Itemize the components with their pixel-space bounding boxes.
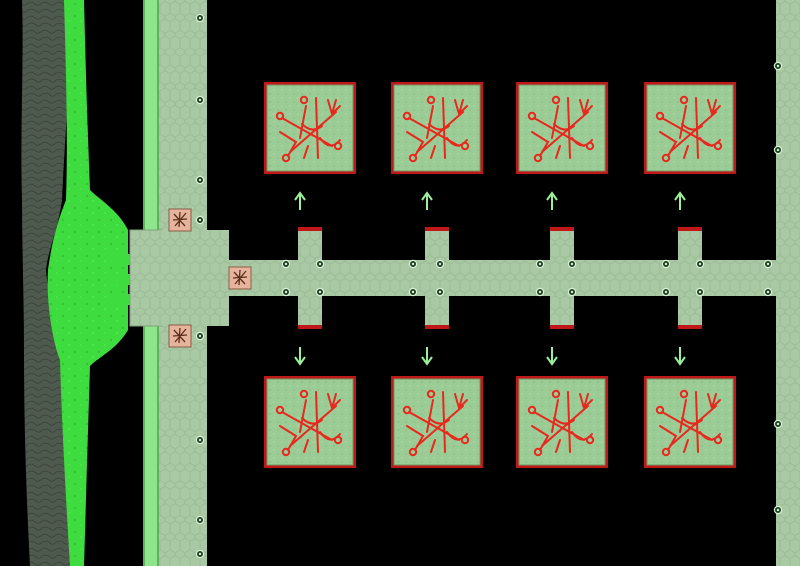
arrow-up-icon (546, 191, 558, 210)
junction-stub-3 (550, 228, 574, 328)
stud-gem-icon (567, 259, 577, 269)
stud-gem-icon (195, 549, 205, 559)
chamber-top-1[interactable] (264, 82, 356, 174)
stud-gem-icon (535, 259, 545, 269)
stud-gem-icon (763, 287, 773, 297)
rune-sigil-icon (655, 95, 723, 163)
junction-stub-1 (298, 228, 322, 328)
glyph-plaque-icon (232, 269, 248, 286)
stud-gem-icon (195, 215, 205, 225)
stud-gem-icon (773, 61, 783, 71)
door-bottom-4[interactable] (678, 325, 702, 329)
arrows (294, 191, 686, 366)
rune-sigil-icon (275, 389, 343, 457)
door-top-1[interactable] (298, 227, 322, 231)
door-bottom-2[interactable] (425, 325, 449, 329)
right-corridor (776, 0, 800, 566)
door-top-4[interactable] (678, 227, 702, 231)
stud-gems (195, 13, 783, 559)
arrow-up-icon (674, 191, 686, 210)
stud-gem-icon (435, 259, 445, 269)
stud-gem-icon (661, 287, 671, 297)
junction-stub-4 (678, 228, 702, 328)
stud-gem-icon (315, 287, 325, 297)
arrow-down-icon (421, 347, 433, 366)
stud-gem-icon (315, 259, 325, 269)
chamber-top-4[interactable] (644, 82, 736, 174)
stud-gem-icon (763, 259, 773, 269)
moss-river (47, 0, 129, 566)
stud-gem-icon (408, 287, 418, 297)
stud-gem-icon (195, 515, 205, 525)
chamber-bottom-1[interactable] (264, 376, 356, 468)
stud-gem-icon (195, 13, 205, 23)
door-bottom-3[interactable] (550, 325, 574, 329)
stud-gem-icon (195, 95, 205, 105)
moss-connectors (110, 254, 132, 305)
chamber-bottom-4[interactable] (644, 376, 736, 468)
arrow-down-icon (674, 347, 686, 366)
gate-hall (129, 229, 163, 327)
glyph-plaque-icon (172, 327, 188, 344)
stud-gem-icon (773, 505, 783, 515)
stud-gem-icon (773, 145, 783, 155)
chamber-top-2[interactable] (391, 82, 483, 174)
rune-sigil-icon (275, 95, 343, 163)
door-bottom-1[interactable] (298, 325, 322, 329)
stud-gem-icon (567, 287, 577, 297)
rune-sigil-icon (402, 389, 470, 457)
junctions (298, 227, 702, 329)
stud-gem-icon (195, 331, 205, 341)
chamber-bottom-3[interactable] (516, 376, 608, 468)
plaque-lower[interactable] (168, 324, 192, 348)
stud-gem-icon (281, 287, 291, 297)
arrow-up-icon (421, 191, 433, 210)
stud-gem-icon (281, 259, 291, 269)
glyph-plaques (168, 208, 252, 348)
stud-gem-icon (695, 287, 705, 297)
rune-sigil-icon (655, 389, 723, 457)
door-top-3[interactable] (550, 227, 574, 231)
stud-gem-icon (661, 259, 671, 269)
rune-chambers (264, 82, 736, 468)
stud-gem-icon (195, 175, 205, 185)
chamber-top-3[interactable] (516, 82, 608, 174)
arrow-up-icon (294, 191, 306, 210)
door-top-2[interactable] (425, 227, 449, 231)
rune-sigil-icon (527, 389, 595, 457)
plaque-upper[interactable] (168, 208, 192, 232)
junction-stub-2 (425, 228, 449, 328)
stud-gem-icon (408, 259, 418, 269)
arrow-down-icon (546, 347, 558, 366)
glyph-plaque-icon (172, 211, 188, 228)
plaque-middle[interactable] (228, 266, 252, 290)
stud-gem-icon (773, 419, 783, 429)
entrance-hall (159, 230, 229, 326)
stud-gem-icon (535, 287, 545, 297)
stud-gem-icon (695, 259, 705, 269)
stud-gem-icon (435, 287, 445, 297)
arrow-down-icon (294, 347, 306, 366)
rune-sigil-icon (402, 95, 470, 163)
stud-gem-icon (195, 435, 205, 445)
rock-wall (21, 0, 72, 566)
rune-sigil-icon (527, 95, 595, 163)
chamber-bottom-2[interactable] (391, 376, 483, 468)
